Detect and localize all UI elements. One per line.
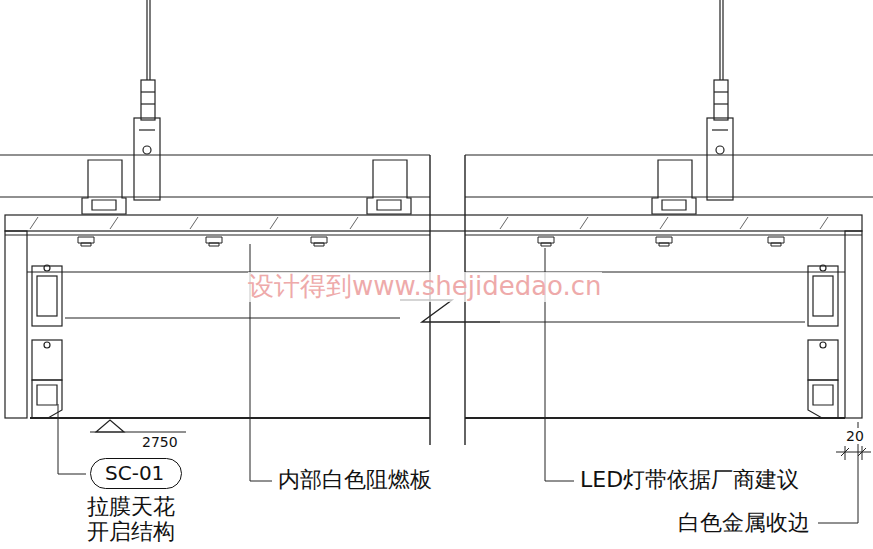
material-note: 内部白色阻燃板 bbox=[278, 467, 432, 492]
top-board bbox=[5, 215, 862, 235]
callout-tag: SC-01拉膜天花 开启结构 bbox=[90, 458, 182, 489]
dimension-20 bbox=[836, 446, 871, 460]
trim-note: 白色金属收边 bbox=[678, 510, 810, 535]
hanger-left bbox=[134, 0, 160, 200]
film-lines bbox=[27, 272, 845, 418]
level-mark bbox=[90, 420, 186, 432]
leader-lines bbox=[58, 244, 858, 523]
dimension-value: 20 bbox=[846, 428, 864, 444]
main-beam bbox=[0, 155, 873, 197]
level-value: 2750 bbox=[142, 434, 178, 450]
left-trim bbox=[5, 231, 27, 418]
led-note: LED灯带依据厂商建议 bbox=[580, 467, 799, 492]
right-trim bbox=[845, 231, 862, 418]
hanger-right bbox=[707, 0, 733, 200]
channel-clips bbox=[82, 160, 696, 214]
profile-right bbox=[808, 265, 838, 418]
profile-left bbox=[32, 265, 62, 418]
callout-code: SC-01 bbox=[91, 459, 181, 487]
callout-caption: 拉膜天花 开启结构 bbox=[87, 494, 179, 545]
watermark: 设计得到www.shejidedao.cn bbox=[248, 272, 602, 302]
led-strips bbox=[78, 237, 784, 246]
